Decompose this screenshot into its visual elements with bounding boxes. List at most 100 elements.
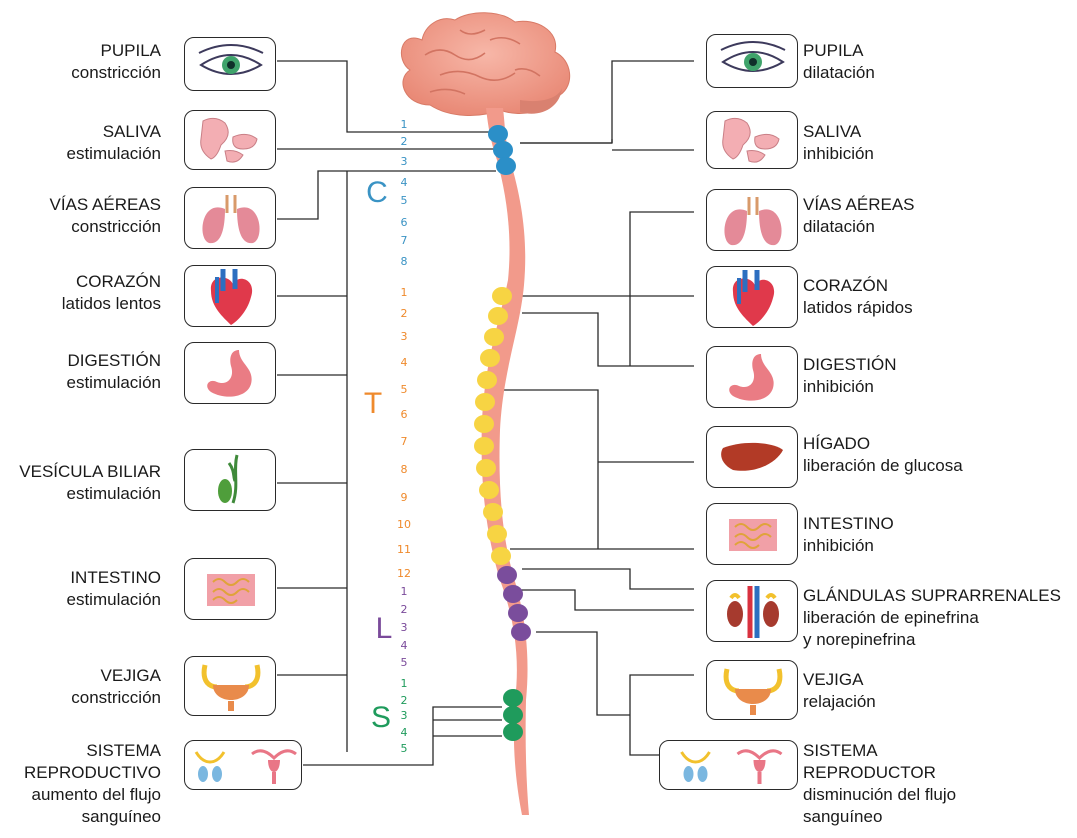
spine-number-C2: 2 (401, 135, 408, 148)
left-label-airways: VÍAS AÉREAS constricción (50, 194, 162, 238)
left-stomach-box (184, 342, 276, 404)
thoracic-vertebra-segment (476, 459, 496, 477)
stomach-icon (707, 347, 799, 409)
spine-number-L2: 2 (401, 603, 408, 616)
brain (401, 13, 569, 116)
spine-number-L4: 4 (401, 639, 408, 652)
right-label-pupil: PUPILA dilatación (803, 40, 875, 84)
thoracic-vertebra-segment (474, 415, 494, 433)
nerve-line-11 (520, 139, 612, 143)
nerve-line-13 (522, 212, 694, 296)
right-label-airways: VÍAS AÉREAS dilatación (803, 194, 915, 238)
right-heart-box (706, 266, 798, 328)
left-label-intestine: INTESTINO estimulación (67, 567, 162, 611)
left-lungs-box (184, 187, 276, 249)
spine-number-T4: 4 (401, 356, 408, 369)
spine-number-T6: 6 (401, 408, 408, 421)
lungs-icon (185, 188, 277, 250)
spine-number-T11: 11 (397, 543, 411, 556)
nerve-line-14 (522, 296, 694, 366)
spine-number-S2: 2 (401, 694, 408, 707)
left-eye-box (184, 37, 276, 91)
thoracic-vertebra-segment (484, 328, 504, 346)
bladder-icon (707, 661, 799, 721)
left-label-digestion: DIGESTIÓN estimulación (67, 350, 162, 394)
left-salivary-glands-box (184, 110, 276, 170)
right-label-reproductive: SISTEMA REPRODUCTOR disminución del fluj… (803, 740, 956, 828)
spine-number-S3: 3 (401, 709, 408, 722)
left-intestine-box (184, 558, 276, 620)
spine-number-T12: 12 (397, 567, 411, 580)
spine-number-C7: 7 (401, 234, 408, 247)
left-label-gallbladder: VESÍCULA BILIAR estimulación (19, 461, 161, 505)
thoracic-vertebra-segment (474, 437, 494, 455)
nerve-line-17 (512, 590, 694, 610)
intestine-icon (185, 559, 277, 621)
stomach-icon (185, 343, 277, 405)
eye-icon (185, 38, 277, 92)
right-label-liver: HÍGADO liberación de glucosa (803, 433, 963, 477)
spine-number-T8: 8 (401, 463, 408, 476)
spine-number-S1: 1 (401, 677, 408, 690)
spine-number-L5: 5 (401, 656, 408, 669)
right-label-bladder: VEJIGA relajación (803, 669, 876, 713)
lumbar-vertebra-segment (503, 585, 523, 603)
right-lungs-box (706, 189, 798, 251)
nerve-line-16 (522, 569, 694, 589)
thoracic-vertebra-segment (477, 371, 497, 389)
spine-region-letter-C: C (366, 176, 388, 209)
cervical-vertebra-segment (493, 141, 513, 159)
right-label-intestine: INTESTINO inhibición (803, 513, 894, 557)
thoracic-vertebra-segment (480, 349, 500, 367)
spine-number-C8: 8 (401, 255, 408, 268)
thoracic-vertebra-segment (479, 481, 499, 499)
spine-number-C4: 4 (401, 176, 408, 189)
right-label-adrenal: GLÁNDULAS SUPRARRENALES liberación de ep… (803, 585, 1061, 651)
eye-icon (707, 35, 799, 89)
left-gallbladder-box (184, 449, 276, 511)
thoracic-vertebra-segment (488, 307, 508, 325)
heart-icon (707, 267, 799, 329)
spine-number-T2: 2 (401, 307, 408, 320)
thoracic-vertebra-segment (487, 525, 507, 543)
left-label-pupil: PUPILA constricción (71, 40, 161, 84)
right-label-digestion: DIGESTIÓN inhibición (803, 354, 897, 398)
spine-region-letter-S: S (371, 701, 391, 734)
left-reproductive-organs-box (184, 740, 302, 790)
spine-number-T7: 7 (401, 435, 408, 448)
thoracic-vertebra-segment (491, 547, 511, 565)
right-label-saliva: SALIVA inhibición (803, 121, 874, 165)
cervical-vertebra-segment (496, 157, 516, 175)
spine-region-letter-L: L (376, 612, 393, 645)
right-stomach-box (706, 346, 798, 408)
spine-number-C3: 3 (401, 155, 408, 168)
right-salivary-glands-box (706, 111, 798, 169)
gallbladder-icon (185, 450, 277, 512)
kidneys-adrenal-icon (707, 581, 799, 643)
reproductive-organs-icon (185, 741, 303, 791)
spine-number-C5: 5 (401, 194, 408, 207)
right-reproductive-organs-box (659, 740, 798, 790)
spine-number-T9: 9 (401, 491, 408, 504)
thoracic-vertebra-segment (492, 287, 512, 305)
right-kidneys-adrenal-box (706, 580, 798, 642)
right-bladder-box (706, 660, 798, 720)
spine-number-T5: 5 (401, 383, 408, 396)
bladder-icon (185, 657, 277, 717)
left-label-heart: CORAZÓN latidos lentos (62, 271, 161, 315)
spine-number-T10: 10 (397, 518, 411, 531)
left-bladder-box (184, 656, 276, 716)
lumbar-vertebra-segment (497, 566, 517, 584)
heart-icon (185, 266, 277, 328)
nerve-line-18 (536, 632, 694, 755)
sacral-vertebra-segment (503, 706, 523, 724)
liver-icon (707, 427, 799, 489)
reproductive-organs-icon (660, 741, 799, 791)
right-liver-box (706, 426, 798, 488)
spine-number-L3: 3 (401, 621, 408, 634)
salivary-glands-icon (185, 111, 277, 171)
left-label-reproductive: SISTEMA REPRODUCTIVO aumento del flujo s… (24, 740, 161, 828)
right-intestine-box (706, 503, 798, 565)
